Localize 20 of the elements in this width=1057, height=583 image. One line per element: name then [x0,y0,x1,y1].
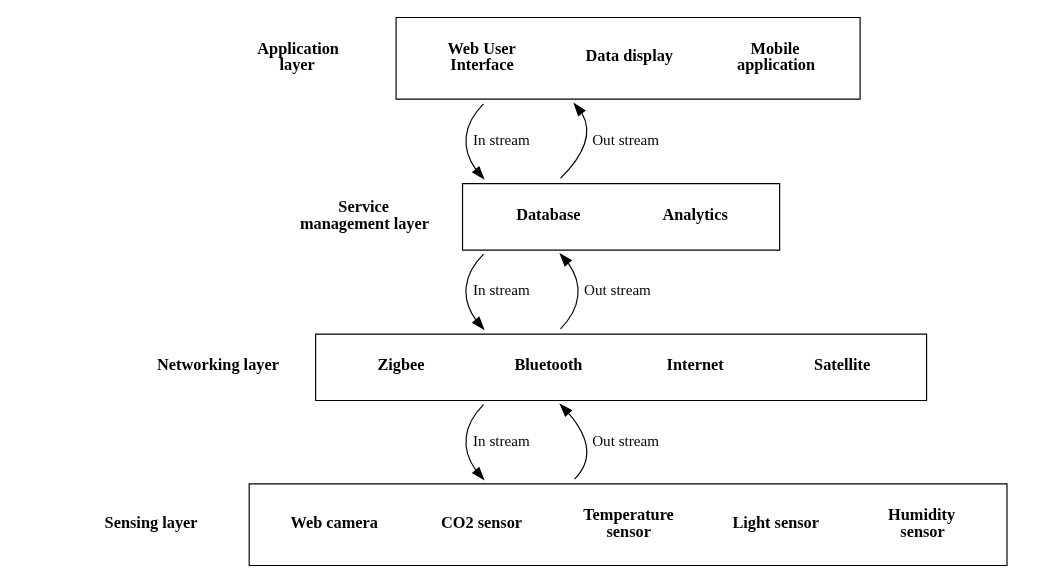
edge-label: Out stream [591,431,659,449]
arrow [559,102,587,179]
node-label: Networking layer [156,355,279,375]
node-box: Web camera CO2 sensor Temperature sensor Light sensor Humidity sensor [248,483,1008,567]
arrow [464,103,485,180]
node-box: Database Analytics [461,183,780,251]
edge-label: Out stream [591,131,659,149]
arrow [464,253,485,331]
arrow [464,404,485,481]
arrow [558,252,579,330]
edge-label: In stream [472,431,530,449]
node-box: Zigbee Bluetooth Internet Satellite [314,333,927,402]
node-label: Application layer [256,38,339,75]
edge-label: Out stream [583,281,651,299]
node-label: Service management layer [299,197,429,233]
node-box: Web User Interface Data display Mobile application [395,16,861,100]
edge-label: In stream [472,281,530,299]
arrow [558,403,587,480]
node-label: Sensing layer [104,512,198,532]
edge-label: In stream [472,131,530,149]
